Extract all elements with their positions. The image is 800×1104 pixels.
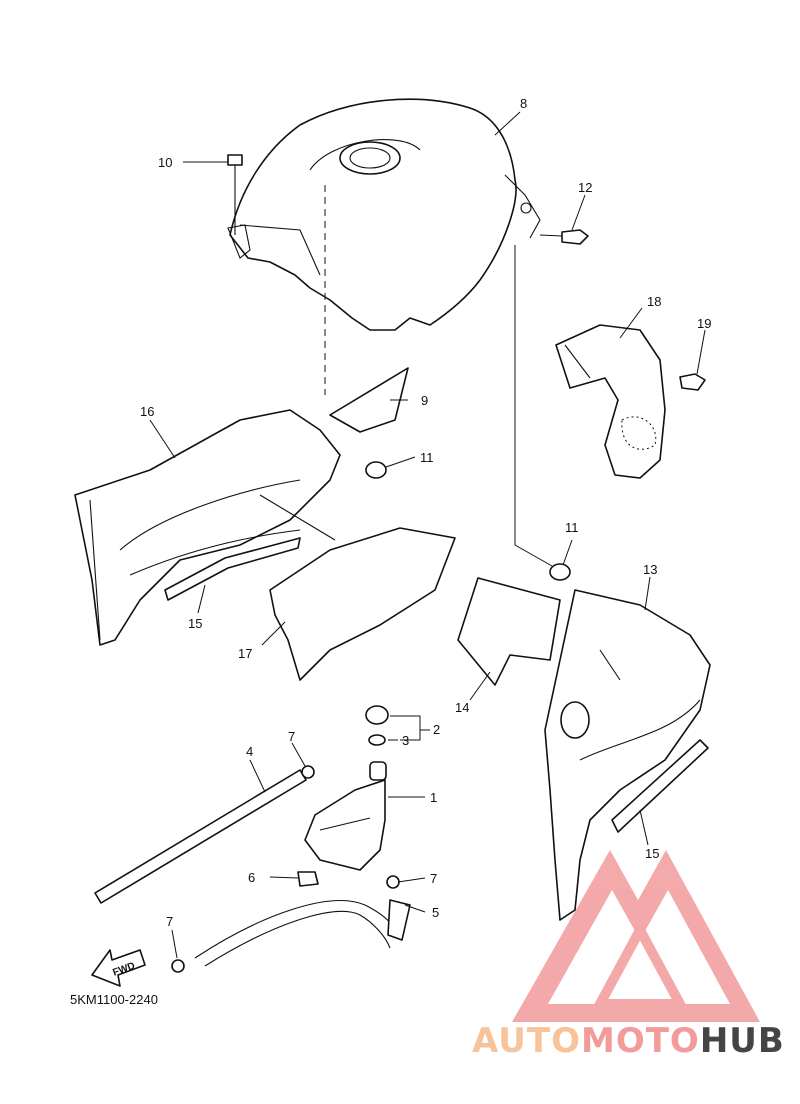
callout-4: 4 [246,744,253,759]
part-8-tank-cover [227,98,541,331]
callout-7-b: 7 [430,871,437,886]
callout-9: 9 [421,393,428,408]
part-1-reservoir-tank [304,761,387,871]
part-4-hose [94,769,307,904]
leader-11-b-dashed [514,245,553,567]
watermark-triangle-mark [512,850,760,1022]
fwd-arrow-icon: FWD [91,949,146,987]
part-18-duct [555,324,666,479]
part-16-side-cover [74,409,341,646]
part-11-grommet-b [549,563,571,581]
callout-12: 12 [578,180,592,195]
callout-11-b: 11 [565,520,579,535]
diagram-code: 5KM1100-2240 [70,992,158,1007]
callout-8: 8 [520,96,527,111]
part-19-bolt [679,373,706,391]
watermark-logo [512,850,760,1022]
leader-lines [149,111,706,959]
callout-10: 10 [158,155,172,170]
callout-1: 1 [430,790,437,805]
part-15-strip-left [164,537,301,601]
part-17-decal [269,527,456,681]
callout-17: 17 [238,646,252,661]
part-9-panel [329,367,409,433]
callout-11-a: 11 [420,450,434,465]
part-5-hose [194,899,411,967]
part-7-clamp-b [386,875,400,889]
callout-19: 19 [697,316,711,331]
callout-15-a: 15 [188,616,202,631]
callout-7-a: 7 [288,729,295,744]
callout-5: 5 [432,905,439,920]
part-6-bolt [297,871,319,887]
callout-16: 16 [140,404,154,419]
part-15-strip-right [611,739,709,833]
callout-7-c: 7 [166,914,173,929]
callout-6: 6 [248,870,255,885]
callout-2: 2 [433,722,440,737]
part-10-bolt [227,154,243,235]
part-14-decal [457,577,561,686]
callout-15-b: 15 [645,846,659,861]
part-7-clamp-c [171,959,185,973]
callout-labels: 8 10 12 9 18 19 16 11 11 13 15 17 14 2 3… [140,96,711,929]
watermark-moto: MOTO [581,1021,700,1061]
callout-13: 13 [643,562,657,577]
part-2-cap [365,705,389,725]
callout-18: 18 [647,294,661,309]
callout-3: 3 [402,733,409,748]
part-7-clamp-a [301,765,315,779]
part-3-seal [368,734,386,746]
part-11-grommet-a [365,461,387,479]
watermark-text: AUTOMOTOHUB [472,1021,785,1061]
watermark-hub: HUB [700,1021,785,1061]
callout-14: 14 [455,700,469,715]
part-13-side-cover [544,589,711,921]
watermark-auto: AUTO [472,1021,581,1061]
part-12-bolt [539,229,589,245]
